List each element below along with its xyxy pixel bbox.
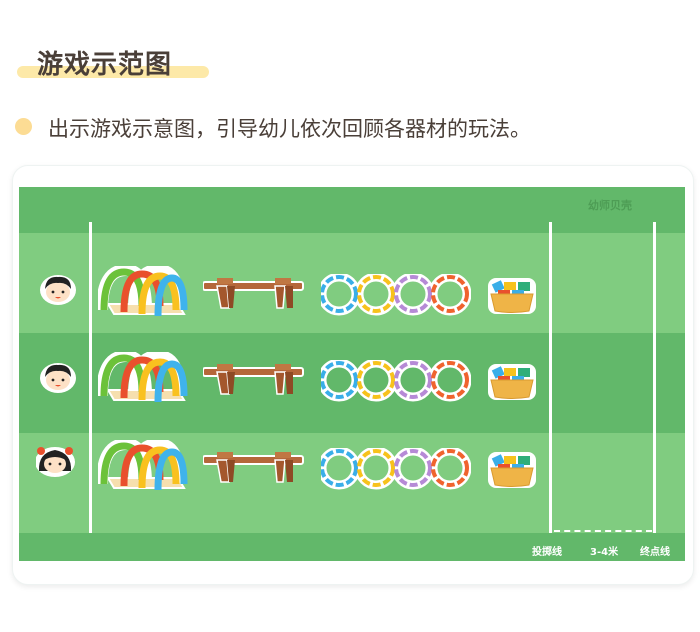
wooden-bench-icon [203,363,304,395]
hoop-rings-icon [321,274,471,316]
instruction-text: 出示游戏示意图，引导幼儿依次回顾各器材的玩法。 [48,117,531,141]
block-basket-icon [488,451,537,489]
girl-face-icon [36,447,75,477]
wooden-bench-icon [203,451,304,483]
throw-line-label: 投掷线 [532,547,562,558]
title-highlight [17,66,209,78]
rainbow-arches-icon [98,440,190,494]
section-title: 游戏示范图 [37,50,173,80]
rainbow-arches-icon [98,352,190,406]
throw-line [549,222,552,533]
hoop-rings-icon [321,448,471,490]
bullet-dot-icon [15,118,32,135]
finish-line [653,222,656,533]
rainbow-arches-icon [98,266,190,320]
wooden-bench-icon [203,277,304,309]
field-band [19,187,685,233]
field-band [19,533,685,561]
boy-face-icon [40,275,76,305]
distance-label: 3-4米 [590,547,619,558]
distance-marker [554,527,652,532]
block-basket-icon [488,277,537,315]
boy-face-icon [40,363,76,393]
start-line [89,222,92,533]
watermark-logo: 幼师贝壳 [588,199,632,212]
block-basket-icon [488,363,537,401]
hoop-rings-icon [321,360,471,402]
section-header: 游戏示范图 [17,44,209,81]
finish-line-label: 终点线 [640,547,670,558]
